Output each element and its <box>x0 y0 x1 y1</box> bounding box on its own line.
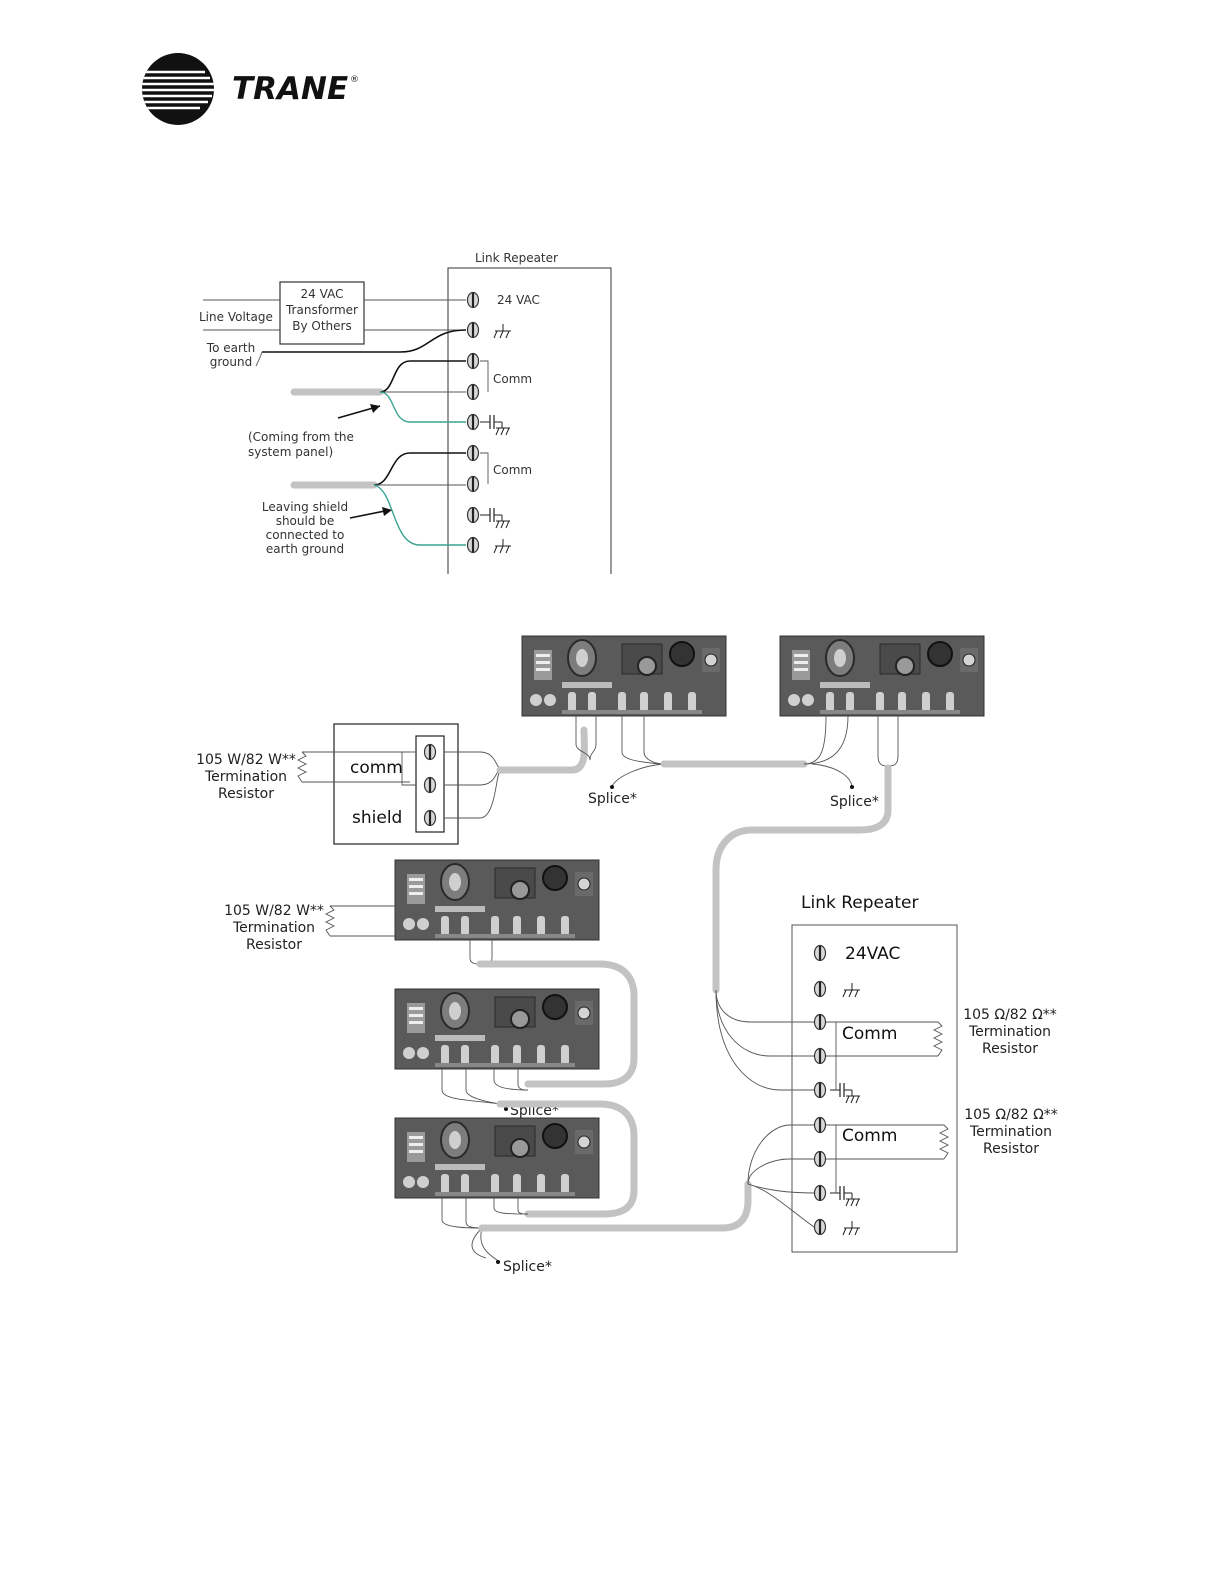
transformer-line-2: Transformer <box>285 303 358 317</box>
terminal-comm-2b <box>466 475 480 493</box>
comm-label-4: Comm <box>842 1126 897 1146</box>
registered-mark: ® <box>350 75 359 85</box>
transformer-line-1: 24 VAC <box>301 287 344 301</box>
terminal-24vac <box>466 291 480 309</box>
link-repeater-title-1: Link Repeater <box>475 251 558 265</box>
cable-segment-4 <box>478 1180 752 1232</box>
coming-from-line-2: system panel) <box>248 445 333 459</box>
transformer-line-3: By Others <box>292 319 351 333</box>
resistor-right-1-line-1: 105 Ω/82 Ω** <box>963 1007 1057 1023</box>
terminal-comm-1a <box>466 352 480 370</box>
terminal-comm-1b <box>466 383 480 401</box>
splice-label-2: Splice* <box>830 794 879 810</box>
leaving-shield-line-4: earth ground <box>266 542 344 556</box>
resistor-right-1-line-3: Resistor <box>982 1041 1038 1057</box>
cable-segment-1 <box>496 726 588 774</box>
link-repeater-box-1 <box>447 267 612 574</box>
terminal-shield-1 <box>466 413 480 431</box>
cable-loop-2 <box>496 1100 638 1218</box>
resistor-left-2-line-3: Resistor <box>246 937 302 953</box>
comm-label-2: Comm <box>493 463 532 477</box>
controller-board-left-3 <box>394 1117 600 1199</box>
capacitor-ground-2 <box>479 507 511 529</box>
splice-label-1: Splice* <box>588 791 637 807</box>
transformer-box <box>279 281 365 345</box>
cable-segment-3 <box>712 764 892 994</box>
controller-board-left-1 <box>394 859 600 941</box>
resistor-right-1-line-2: Termination <box>968 1024 1051 1040</box>
terminal-ground-2 <box>466 536 480 554</box>
leaving-shield-line-2: should be <box>276 514 335 528</box>
terminal-comm-2a <box>466 444 480 462</box>
leaving-shield-line-3: connected to <box>266 528 345 542</box>
controller-board-top-2 <box>779 635 985 717</box>
earth-ground-line-1: To earth <box>206 341 255 355</box>
leaving-shield-line-1: Leaving shield <box>262 500 348 514</box>
wiring-diagram-2: comm shield 105 W/82 W** Termination Res… <box>196 635 1058 1275</box>
comm-label-3: Comm <box>842 1024 897 1044</box>
line-voltage-label: Line Voltage <box>199 310 273 324</box>
terminal-block-shield: shield <box>352 808 402 828</box>
controller-board-top-1 <box>521 635 727 717</box>
terminal-24vac-label: 24 VAC <box>497 293 540 307</box>
cable-loop-1 <box>476 960 638 1088</box>
controller-board-left-2 <box>394 988 600 1070</box>
capacitor-ground-1 <box>479 414 511 436</box>
ground-symbol-2 <box>493 538 512 554</box>
resistor-left-1-line-2: Termination <box>204 769 287 785</box>
wiring-diagram-1: Link Repeater 24 VAC Transformer By Othe… <box>199 251 612 574</box>
resistor-right-2-line-2: Termination <box>969 1124 1052 1140</box>
earth-ground-line-2: ground <box>210 355 252 369</box>
terminal-shield-2 <box>466 506 480 524</box>
resistor-left-1-line-3: Resistor <box>218 786 274 802</box>
terminal-block-comm: comm <box>350 758 403 778</box>
trane-logo: TRANE ® <box>142 53 359 125</box>
terminal-24vac-label-2: 24VAC <box>845 944 900 964</box>
terminal-ground-1 <box>466 321 480 339</box>
resistor-left-2-line-1: 105 W/82 W** <box>224 903 324 919</box>
splice-label-4: Splice* <box>503 1259 552 1275</box>
link-repeater-title-2: Link Repeater <box>801 893 919 913</box>
coming-from-line-1: (Coming from the <box>248 430 354 444</box>
resistor-right-2-line-3: Resistor <box>983 1141 1039 1157</box>
resistor-left-1-line-1: 105 W/82 W** <box>196 752 296 768</box>
resistor-left-2-line-2: Termination <box>232 920 315 936</box>
comm-label-1: Comm <box>493 372 532 386</box>
brand-name: TRANE <box>232 71 348 107</box>
resistor-right-2-line-1: 105 Ω/82 Ω** <box>964 1107 1058 1123</box>
ground-symbol-1 <box>493 323 512 339</box>
